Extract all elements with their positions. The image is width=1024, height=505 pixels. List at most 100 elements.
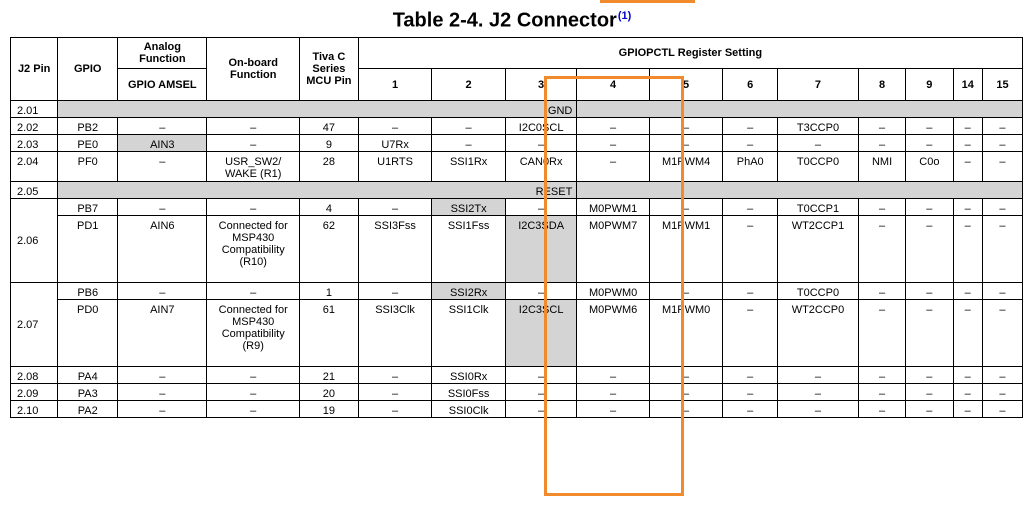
amsel-cell: – [117,400,208,418]
amsel-cell: – [117,151,208,182]
onboard-cell: – [206,282,300,300]
pctl-cell: CAN0Rx [504,151,578,182]
pctl-cell: SSI0Rx [431,366,506,384]
pctl-cell: M1PWM1 [648,215,724,283]
table-row: 2.06 PB7 – – 4 – SSI2Tx – M0PWM1 – – T0C… [9,198,1024,283]
pctl-cell: – [952,151,983,182]
pctl-cell: – [905,299,954,367]
pctl-cell: – [431,134,506,152]
table-row: 2.09 PA3 – – 20 – SSI0Fss – – – – – – – … [9,383,1024,401]
pctl-cell: – [952,383,983,401]
pctl-cell: M0PWM6 [576,299,650,367]
gpio-cell: PA4 [57,366,119,384]
amsel-cell: AIN3 [117,134,208,152]
amsel-cell: – [117,383,208,401]
header-gpiopctl: GPIOPCTL Register Setting [357,37,1024,69]
pctl-cell: – [357,400,433,418]
header-analog-function: Analog Function [117,37,208,69]
amsel-cell: AIN7 [117,299,208,367]
pctl-cell: – [722,134,779,152]
pctl-cell: – [981,151,1024,182]
header-pctl-5: 5 [648,68,724,101]
pctl-cell: – [905,117,954,135]
pctl-cell: – [981,198,1024,216]
footnote-link[interactable]: (1) [617,10,632,22]
mcu-pin-cell: 61 [298,299,359,367]
pctl-cell: – [504,366,578,384]
gpio-cell: PB7 [57,198,119,216]
pctl-cell: – [981,383,1024,401]
pctl-cell: T0CCP0 [777,151,859,182]
mcu-pin-cell: 62 [298,215,359,283]
table-row: PD0 AIN7 Connected for MSP430 Compatibil… [11,299,1024,367]
pctl-cell: M1PWM0 [648,299,724,367]
table-row: 2.03 PE0 AIN3 – 9 U7Rx – – – – – – – – –… [9,134,1024,152]
pctl-cell: – [981,117,1024,135]
pctl-cell: – [952,117,983,135]
pctl-cell: – [981,134,1024,152]
pctl-cell: – [905,134,954,152]
pctl-cell: – [981,215,1024,283]
pctl-cell: – [722,282,779,300]
pctl-cell: – [981,366,1024,384]
pctl-cell: I2C0SCL [504,117,578,135]
pctl-cell: – [648,134,724,152]
pctl-cell: U1RTS [357,151,433,182]
pctl-cell: – [648,366,724,384]
pctl-cell: – [648,198,724,216]
pctl-cell: WT2CCP1 [777,215,859,283]
pctl-cell: – [648,383,724,401]
mcu-pin-cell: 4 [298,198,359,216]
pctl-cell: PhA0 [722,151,779,182]
pctl-cell: I2C3SDA [504,215,578,283]
header-onboard-function: On-board Function [206,37,300,101]
pctl-cell: – [357,282,433,300]
pctl-cell: – [648,282,724,300]
header-pctl-14: 14 [952,68,983,101]
pctl-cell: – [722,400,779,418]
gpio-cell: PD0 [57,299,119,367]
pin-cell: 2.07 [9,282,59,367]
header-pctl-7: 7 [777,68,859,101]
pctl-cell: – [722,198,779,216]
pctl-cell: – [952,400,983,418]
pctl-cell: – [357,198,433,216]
pctl-cell: M0PWM7 [576,215,650,283]
pin-cell: 2.01 [9,100,59,118]
onboard-cell: – [206,400,300,418]
gpio-cell: PF0 [57,151,119,182]
pctl-cell: – [905,215,954,283]
pctl-cell: – [905,383,954,401]
pctl-cell: M0PWM1 [576,198,650,216]
pctl-cell: – [952,134,983,152]
gpio-cell: PB2 [57,117,119,135]
table-row: PD1 AIN6 Connected for MSP430 Compatibil… [11,215,1024,283]
span-shade-cell [576,181,1023,199]
pctl-cell: – [357,117,433,135]
pctl-cell: – [777,383,859,401]
pctl-cell: – [905,400,954,418]
pctl-cell: WT2CCP0 [777,299,859,367]
pctl-cell: – [777,400,859,418]
pctl-cell: – [722,215,779,283]
pctl-cell: – [722,117,779,135]
pctl-cell: – [952,215,983,283]
gpio-cell: PA2 [57,400,119,418]
pctl-cell: – [981,282,1024,300]
pctl-cell: – [981,299,1024,367]
pctl-cell: – [857,400,907,418]
pctl-cell: SSI0Clk [431,400,506,418]
gpio-cell: PA3 [57,383,119,401]
amsel-cell: – [117,366,208,384]
pctl-cell: – [905,366,954,384]
table-row: 2.07 PB6 – – 1 – SSI2Rx – M0PWM0 – – T0C… [9,282,1024,367]
pctl-cell: – [648,400,724,418]
pctl-cell: – [952,282,983,300]
pctl-cell: – [777,134,859,152]
header-row-2: GPIO AMSEL 1 2 3 4 5 6 7 8 9 14 15 [11,68,1024,101]
mcu-pin-cell: 20 [298,383,359,401]
onboard-cell: – [206,117,300,135]
onboard-cell: Connected for MSP430 Compatibility (R10) [206,215,300,283]
pctl-cell: – [576,400,650,418]
header-pctl-6: 6 [722,68,779,101]
